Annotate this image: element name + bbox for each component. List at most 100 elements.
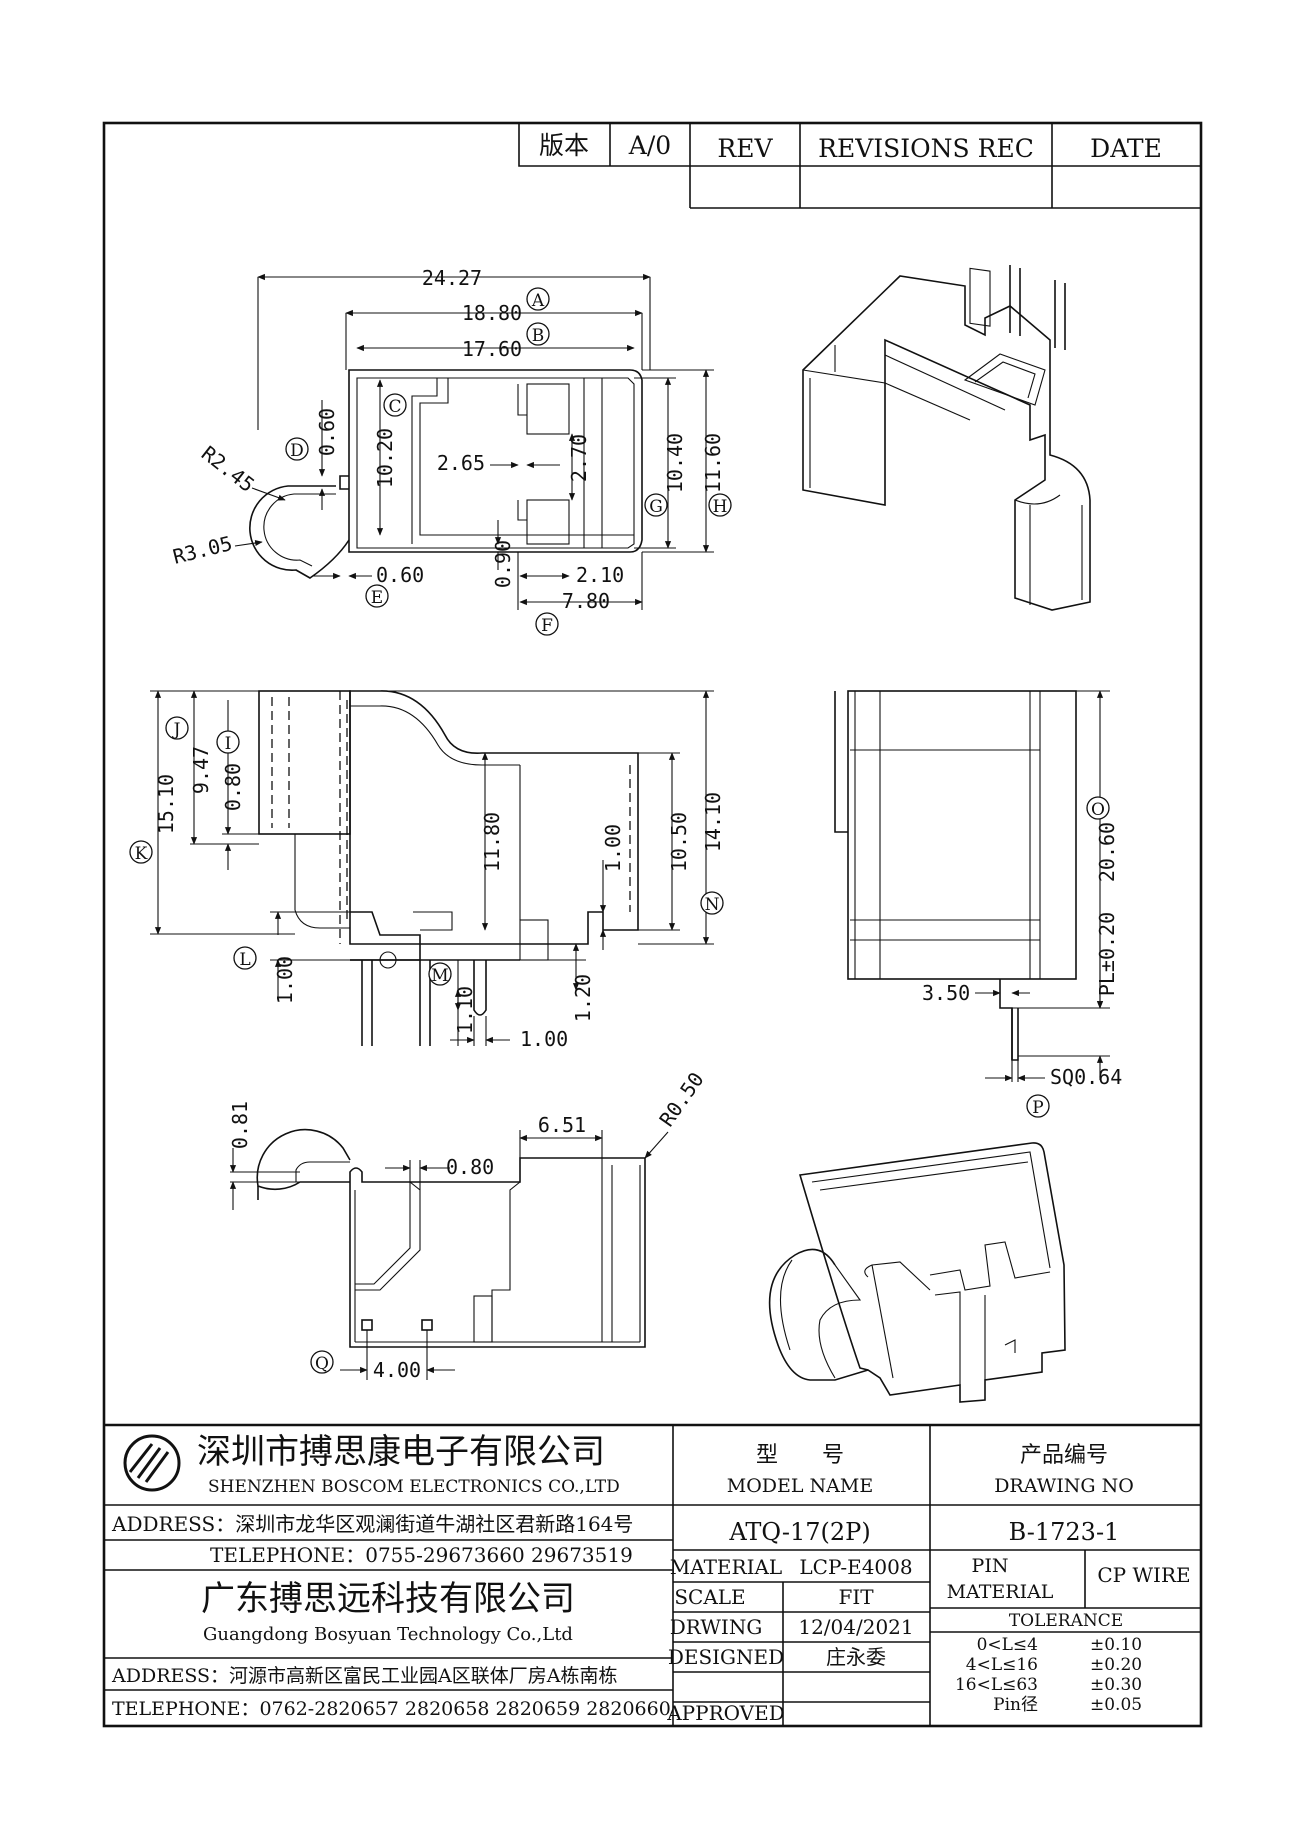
drawing-label-cn: 产品编号	[1020, 1443, 1108, 1468]
material-label: MATERIAL	[670, 1555, 782, 1579]
dim-1-00-n: 1.00	[601, 824, 625, 872]
dim-0-60-d: 0.60	[315, 408, 339, 456]
marker-a: A	[531, 291, 545, 311]
pin-material-label-1: PIN	[972, 1555, 1009, 1577]
dim-17-60: 17.60	[462, 337, 522, 361]
dim-11-60: 11.60	[701, 433, 725, 493]
bottom-view: 0.81 0.80 6.51 R0.50 4.00 Q	[228, 1068, 709, 1382]
dim-4-00: 4.00	[373, 1358, 421, 1382]
rev-header: REV	[717, 134, 773, 163]
front-view: 20.60 PL±0.20 3.50 SQ0.64 O P	[834, 690, 1122, 1118]
drawing-border	[102, 121, 1203, 1728]
title-block: 深圳市搏思康电子有限公司 SHENZHEN BOSCOM ELECTRONICS…	[104, 1423, 1201, 1726]
dim-r2-45: R2.45	[197, 441, 259, 497]
drawing-date-value: 12/04/2021	[798, 1615, 913, 1639]
company2-name-cn: 广东搏思远科技有限公司	[201, 1579, 575, 1619]
tolerance-value: ±0.20	[1090, 1655, 1142, 1675]
model-label-cn: 型 号	[756, 1443, 844, 1468]
dim-2-10: 2.10	[576, 563, 624, 587]
dim-9-47: 9.47	[189, 746, 213, 794]
marker-c: C	[388, 397, 401, 417]
marker-o: O	[1091, 800, 1105, 820]
dim-1-00-m: 1.00	[520, 1027, 568, 1051]
tolerance-value: ±0.10	[1090, 1635, 1142, 1655]
dim-10-50: 10.50	[667, 812, 691, 872]
approved-label: APPROVED	[666, 1701, 785, 1725]
dim-2-70: 2.70	[567, 434, 591, 482]
dim-sq: SQ0.64	[1050, 1065, 1122, 1089]
top-view: 24.27 18.80 17.60 0.60 10.20 2.65 2.70 1…	[170, 266, 732, 636]
address-1: ADDRESS：深圳市龙华区观澜街道牛湖社区君新路164号	[111, 1512, 633, 1536]
telephone-2: TELEPHONE：0762-2820657 2820658 2820659 2…	[112, 1698, 671, 1720]
dim-pl: PL±0.20	[1095, 912, 1119, 996]
dim-1-00-l: 1.00	[273, 956, 297, 1004]
drawing-date-label: DRWING	[670, 1615, 763, 1639]
drawing-label-en: DRAWING NO	[994, 1475, 1134, 1497]
company-name-en: SHENZHEN BOSCOM ELECTRONICS CO.,LTD	[208, 1477, 620, 1497]
dim-15-10: 15.10	[154, 774, 178, 834]
marker-l: L	[239, 950, 250, 970]
dim-r3-05: R3.05	[170, 531, 234, 569]
marker-m: M	[431, 966, 448, 986]
tolerance-range: Pin径	[993, 1695, 1038, 1715]
marker-j: J	[172, 720, 181, 740]
dim-7-80: 7.80	[562, 589, 610, 613]
dim-0-81: 0.81	[228, 1101, 252, 1149]
material-value: LCP-E4008	[799, 1555, 912, 1579]
marker-h: H	[713, 497, 728, 517]
dim-6-51: 6.51	[538, 1113, 586, 1137]
tolerance-value: ±0.30	[1090, 1675, 1142, 1695]
dim-0-80-b: 0.80	[446, 1155, 494, 1179]
dim-11-80: 11.80	[480, 812, 504, 872]
dim-24-27: 24.27	[422, 266, 482, 290]
isometric-view-bottom	[768, 1142, 1066, 1403]
company-name-cn: 深圳市搏思康电子有限公司	[197, 1432, 605, 1472]
model-value: ATQ-17(2P)	[728, 1518, 870, 1546]
dim-0-90: 0.90	[491, 540, 515, 588]
dim-3-50: 3.50	[922, 981, 970, 1005]
tolerance-label: TOLERANCE	[1009, 1611, 1123, 1631]
version-label: 版本	[539, 131, 589, 160]
marker-b: B	[532, 326, 545, 346]
tolerance-range: 4<L≤16	[966, 1655, 1038, 1675]
date-header: DATE	[1090, 134, 1162, 163]
tolerance-value: ±0.05	[1090, 1695, 1142, 1715]
scale-label: SCALE	[674, 1585, 745, 1609]
model-label-en: MODEL NAME	[727, 1475, 873, 1497]
dim-10-20: 10.20	[373, 428, 397, 488]
marker-p: P	[1032, 1098, 1043, 1118]
revision-block: 版本 A/0 REV REVISIONS REC DATE	[518, 123, 1201, 209]
pin-material-label-2: MATERIAL	[947, 1581, 1054, 1603]
company2-name-en: Guangdong Bosyuan Technology Co.,Ltd	[203, 1624, 573, 1645]
dim-18-80: 18.80	[462, 301, 522, 325]
dim-10-40: 10.40	[663, 433, 687, 493]
side-view: 15.10 9.47 0.80 11.80 1.00 10.50 14.10 1…	[129, 690, 725, 1051]
marker-g: G	[649, 497, 663, 517]
scale-value: FIT	[838, 1585, 874, 1609]
tolerance-range: 16<L≤63	[955, 1675, 1038, 1695]
marker-f: F	[541, 616, 553, 636]
dim-14-10: 14.10	[701, 792, 725, 852]
marker-n: N	[705, 895, 720, 915]
dim-r0-50: R0.50	[654, 1068, 708, 1131]
dim-20-60: 20.60	[1095, 822, 1119, 882]
marker-k: K	[135, 844, 148, 864]
telephone-1: TELEPHONE：0755-29673660 29673519	[210, 1543, 633, 1567]
isometric-view-top	[802, 265, 1091, 611]
dim-1-20: 1.20	[571, 974, 595, 1022]
dim-0-80-i: 0.80	[221, 763, 245, 811]
marker-q: Q	[315, 1354, 329, 1374]
dim-1-10: 1.10	[453, 986, 477, 1034]
drawing-value: B-1723-1	[1009, 1518, 1120, 1546]
revisions-header: REVISIONS REC	[818, 134, 1034, 163]
pin-material-value: CP WIRE	[1097, 1563, 1190, 1587]
marker-i: I	[225, 734, 232, 754]
dim-0-60-e: 0.60	[376, 563, 424, 587]
tolerance-range: 0<L≤4	[977, 1635, 1038, 1655]
designed-value: 庄永委	[826, 1645, 886, 1669]
dim-2-65: 2.65	[437, 451, 485, 475]
designed-label: DESIGNED	[668, 1645, 784, 1669]
marker-e: E	[371, 588, 383, 608]
address-2: ADDRESS：河源市高新区富民工业园A区联体厂房A栋南栋	[111, 1665, 618, 1687]
